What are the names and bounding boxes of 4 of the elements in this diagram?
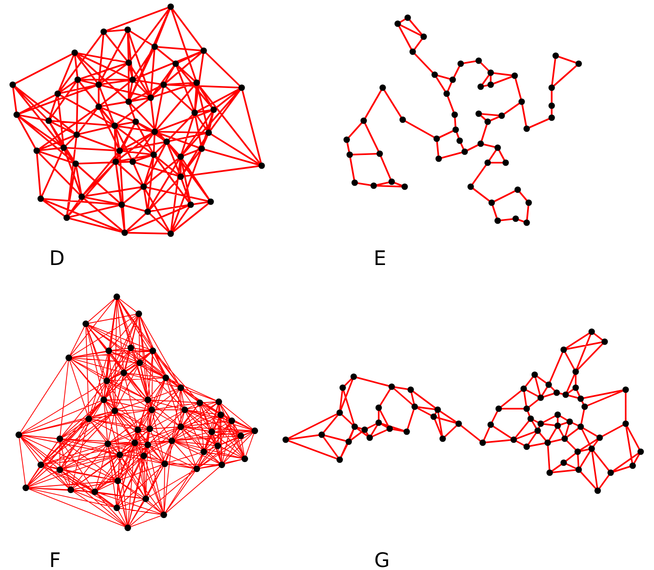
panel-label: D (49, 248, 65, 268)
panel-label: F (49, 550, 61, 570)
panel-label: E (374, 248, 386, 268)
panel-label: G (374, 550, 390, 570)
